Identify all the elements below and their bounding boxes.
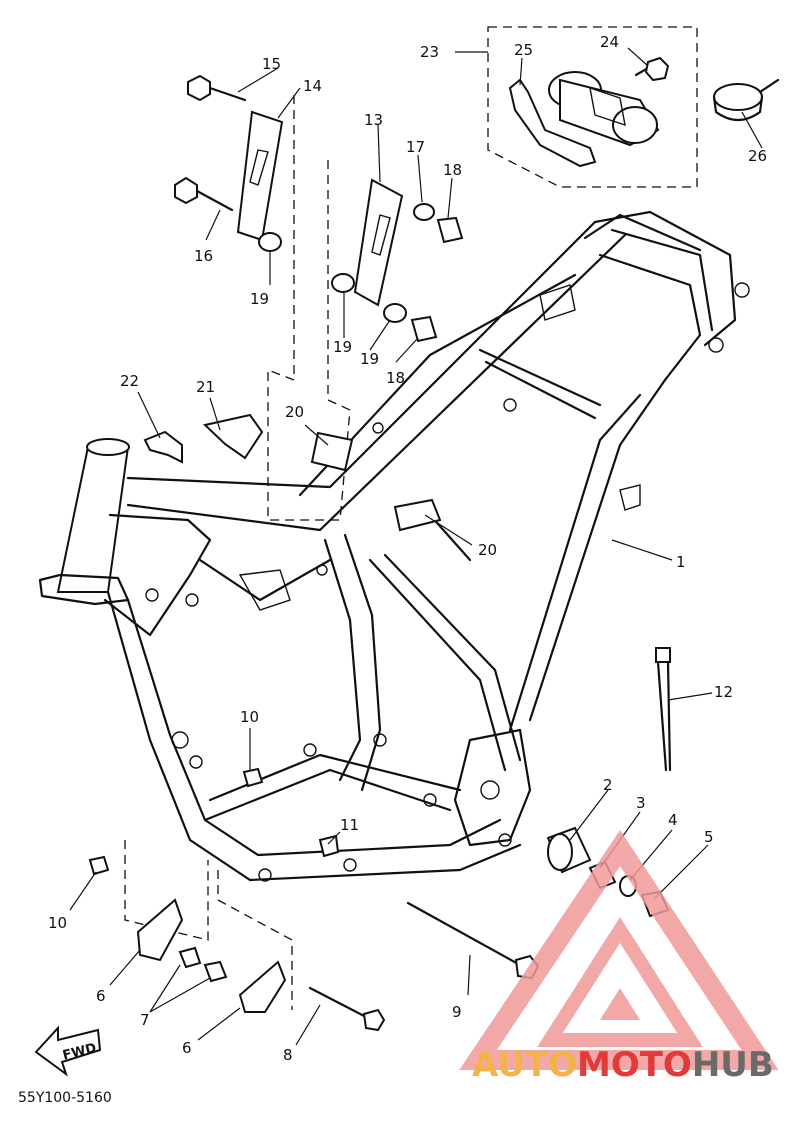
callout-25: 25 (514, 41, 533, 59)
bolt-8 (308, 986, 386, 1032)
cable-tie-12 (655, 647, 672, 772)
callout-12: 12 (714, 683, 733, 701)
callout-21: 21 (196, 378, 215, 396)
forward-arrow-icon: FWD (34, 1025, 102, 1077)
callout-13: 13 (364, 111, 383, 129)
callout-24: 24 (600, 33, 619, 51)
callout-2: 2 (603, 776, 613, 794)
watermark-hub: HUB (692, 1045, 774, 1085)
callout-19: 19 (250, 290, 269, 308)
watermark-auto: AUTO (472, 1045, 577, 1085)
washer-17 (413, 203, 435, 221)
tool-bag-23 (548, 71, 660, 147)
collar-2 (546, 826, 592, 874)
wrench-25 (508, 78, 597, 168)
callout-11: 11 (340, 816, 359, 834)
washer-19b (331, 273, 355, 293)
callout-17: 17 (406, 138, 425, 156)
callout-7: 7 (140, 1011, 150, 1029)
callout-15: 15 (262, 55, 281, 73)
washer-19c (383, 303, 407, 323)
bolt-7b (203, 960, 228, 983)
bracket-group-box-mid (327, 160, 351, 411)
callout-10: 10 (48, 914, 67, 932)
callout-18: 18 (386, 369, 405, 387)
watermark-logo (459, 829, 779, 1070)
callout-22: 22 (120, 372, 139, 390)
plate-21 (202, 413, 264, 460)
callout-19: 19 (360, 350, 379, 368)
callout-23: 23 (420, 43, 439, 61)
callout-6: 6 (96, 987, 106, 1005)
clip-11 (318, 834, 340, 858)
part-code: 55Y100-5160 (18, 1090, 112, 1106)
tool-kit-group-box (487, 26, 698, 188)
watermark-text: AUTOMOTOHUB (472, 1045, 774, 1085)
watermark-triangle-mark (459, 829, 779, 1070)
nut-18a (436, 216, 464, 244)
main-frame (38, 210, 750, 882)
callout-4: 4 (668, 811, 678, 829)
leader-lines (69, 47, 763, 1046)
bracket-13 (353, 178, 404, 307)
callout-14: 14 (303, 77, 322, 95)
washer-19a (258, 232, 282, 252)
nut-10a (88, 855, 110, 876)
bolt-24 (634, 56, 670, 82)
callout-19: 19 (333, 338, 352, 356)
nut-18b (410, 315, 438, 343)
callout-9: 9 (452, 1003, 462, 1021)
callouts: 1 2 3 4 5 6 6 7 8 9 10 10 11 12 13 14 15… (48, 33, 767, 1064)
bolt-15 (187, 74, 247, 102)
clamp-22 (143, 430, 183, 464)
callout-3: 3 (636, 794, 646, 812)
callout-8: 8 (283, 1046, 293, 1064)
callout-20: 20 (478, 541, 497, 559)
callout-6: 6 (182, 1039, 192, 1057)
cap-26 (712, 78, 780, 122)
callout-20: 20 (285, 403, 304, 421)
callout-5: 5 (704, 828, 714, 846)
callout-1: 1 (676, 553, 686, 571)
callout-10: 10 (240, 708, 259, 726)
bolt-16 (174, 176, 234, 212)
mount-plate-6a (136, 898, 184, 962)
callout-26: 26 (748, 147, 767, 165)
mount-plate-6b (238, 960, 287, 1013)
callout-16: 16 (194, 247, 213, 265)
nut-10b (242, 767, 264, 788)
bolt-9 (406, 901, 540, 980)
watermark-moto: MOTO (577, 1045, 692, 1085)
callout-18: 18 (443, 161, 462, 179)
engine-mount-box-right (217, 870, 293, 1010)
bolt-7a (178, 946, 202, 969)
